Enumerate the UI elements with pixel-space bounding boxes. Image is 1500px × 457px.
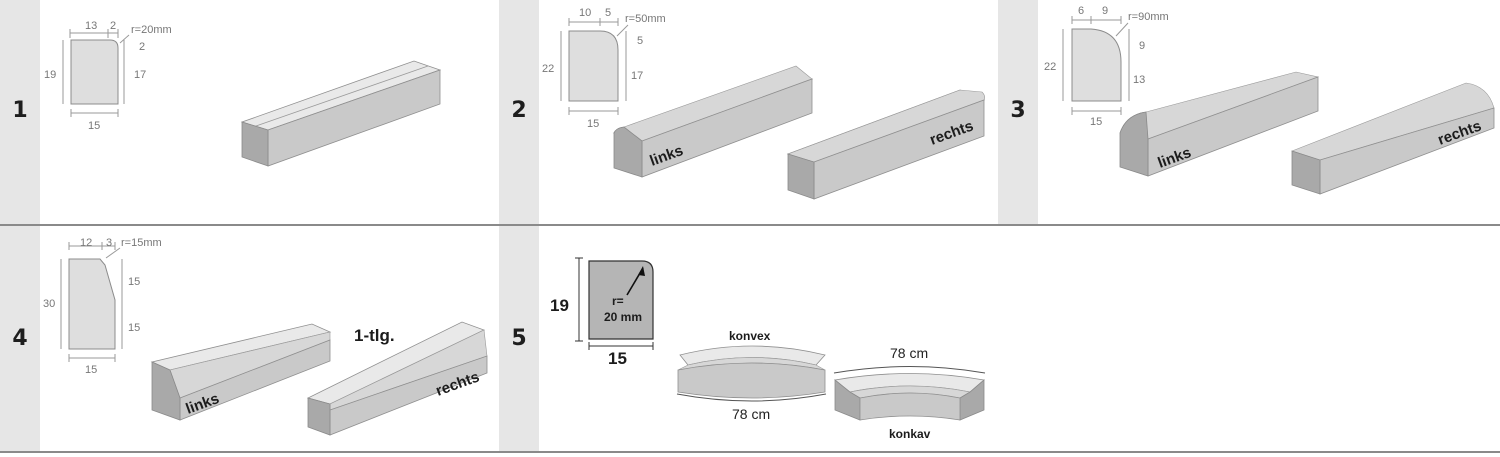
panel-5-profile: 19 r= 20 mm 15 [550, 257, 654, 368]
panel-1-stone [240, 60, 442, 167]
dim-right-main: 13 [1133, 74, 1145, 86]
dim-bottom: 15 [85, 364, 97, 376]
panel-1-profile: 13 2 r=20mm 2 17 19 15 [44, 20, 172, 132]
dim-radius: r=90mm [1128, 11, 1169, 23]
panel-3-stone-links: links [1119, 71, 1320, 177]
panel-4-stone-rechts: rechts [306, 321, 488, 436]
label-konkav: konkav [889, 427, 931, 441]
radius-label-line1: r= [612, 294, 624, 308]
panel-5-stone-concave: 78 cm konkav [833, 345, 986, 441]
dim-bottom: 15 [587, 118, 599, 130]
label-konvex: konvex [729, 329, 771, 343]
dim-right-top: 9 [1139, 40, 1145, 52]
panel-number: 4 [12, 326, 28, 351]
dim-left: 22 [1044, 61, 1056, 73]
panel-5-stone-convex: konvex 78 cm [676, 329, 827, 422]
panel-4-profile: 12 3 r=15mm 15 15 30 15 [43, 237, 162, 376]
dim-left: 22 [542, 63, 554, 75]
dim-right-top: 15 [128, 276, 140, 288]
panel-2-stone-links: links [612, 65, 814, 178]
radius-label-line2: 20 mm [604, 310, 642, 324]
bottom-divider [0, 451, 1500, 453]
dim-radius: r=20mm [131, 24, 172, 36]
dim-right-top: 5 [637, 35, 643, 47]
dim-top-a: 10 [579, 7, 591, 19]
panel-number: 1 [12, 98, 28, 123]
number-column-1: 1 [0, 0, 40, 224]
dim-left: 30 [43, 298, 55, 310]
number-column-4: 4 [0, 226, 40, 452]
row-divider [0, 224, 1500, 226]
dim-top-b: 9 [1102, 5, 1108, 17]
dim-right-main: 17 [134, 69, 146, 81]
label-konkav-length: 78 cm [890, 345, 928, 361]
dim-radius: r=15mm [121, 237, 162, 249]
panel-3-profile: 6 9 r=90mm 9 13 22 15 [1044, 5, 1169, 128]
dim-top-b: 3 [106, 237, 112, 249]
dim-bottom: 15 [608, 349, 627, 368]
dim-top-a: 13 [85, 20, 97, 32]
dim-bottom: 15 [88, 120, 100, 132]
dim-top-a: 6 [1078, 5, 1084, 17]
dim-radius: r=50mm [625, 13, 666, 25]
dim-top-a: 12 [80, 237, 92, 249]
dim-top-b: 2 [110, 20, 116, 32]
number-column-3: 3 [998, 0, 1038, 224]
number-column-5: 5 [499, 226, 539, 452]
panel-4-stone-links: links [150, 323, 332, 421]
panel-number: 3 [1010, 98, 1026, 123]
dim-left: 19 [44, 69, 56, 81]
dim-right-main: 17 [631, 70, 643, 82]
label-one-piece: 1-tlg. [354, 326, 395, 345]
label-konvex-length: 78 cm [732, 406, 770, 422]
panel-2-profile: 10 5 r=50mm 5 17 22 15 [542, 7, 666, 130]
dim-bottom: 15 [1090, 116, 1102, 128]
panel-3-stone-rechts: rechts [1291, 82, 1495, 195]
panel-2-stone-rechts: rechts [786, 89, 986, 200]
number-column-2: 2 [499, 0, 539, 224]
dim-left: 19 [550, 296, 569, 315]
dim-right-main: 15 [128, 322, 140, 334]
dim-top-b: 5 [605, 7, 611, 19]
panel-number: 2 [511, 98, 527, 123]
panel-number: 5 [511, 326, 527, 351]
dim-right-top: 2 [139, 41, 145, 53]
